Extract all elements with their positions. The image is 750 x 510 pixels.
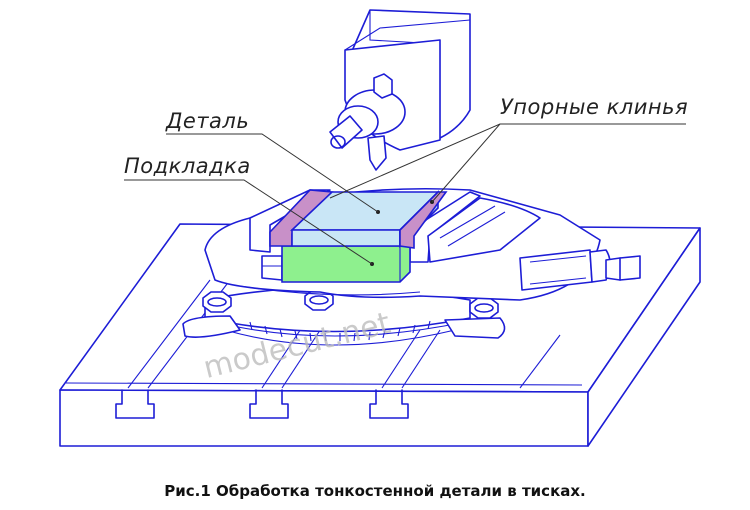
label-detail: Деталь	[166, 109, 250, 133]
figure-caption: Рис.1 Обработка тонкостенной детали в ти…	[164, 482, 586, 500]
label-wedges: Упорные клинья	[500, 95, 689, 119]
hex-bolts	[202, 289, 499, 319]
bolt-left	[202, 291, 232, 313]
vise-drawing	[59, 9, 701, 447]
t-slot-profiles	[115, 389, 409, 419]
spindle	[329, 9, 471, 171]
label-shim: Подкладка	[124, 154, 251, 178]
diagram: Деталь Подкладка Упорные клинья modecut.…	[59, 9, 701, 447]
leader-lines	[124, 123, 686, 265]
bolt-right	[469, 297, 499, 319]
